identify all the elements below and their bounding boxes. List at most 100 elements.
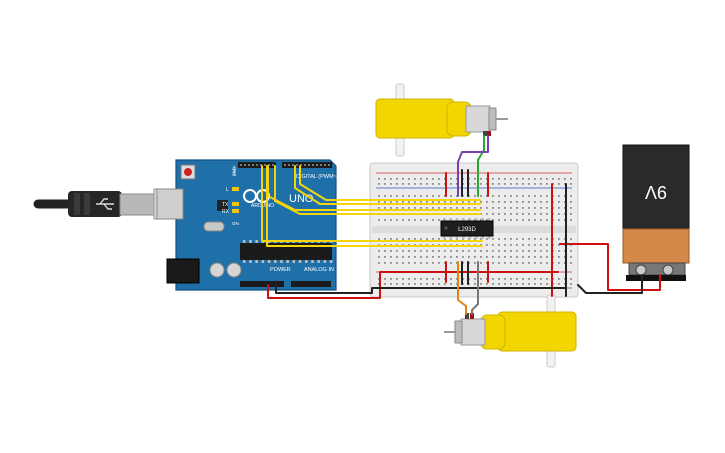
breadboard-hole — [570, 201, 572, 203]
breadboard-hole — [438, 256, 440, 258]
breadboard-hole — [408, 183, 410, 185]
power-header[interactable] — [240, 281, 284, 287]
breadboard-hole — [450, 262, 452, 264]
reset-button-cap[interactable] — [184, 168, 192, 176]
breadboard-hole — [492, 238, 494, 240]
wire-yellow-6[interactable] — [266, 165, 483, 247]
breadboard-hole — [480, 256, 482, 258]
top-motor-terminal-2[interactable] — [487, 131, 491, 136]
wire-purple-top-motor[interactable] — [457, 135, 489, 197]
breadboard-hole — [504, 262, 506, 264]
breadboard-hole — [546, 178, 548, 180]
breadboard-hole — [480, 250, 482, 252]
breadboard-hole — [438, 244, 440, 246]
usb-cable[interactable] — [33, 188, 181, 220]
breadboard-hole — [546, 278, 548, 280]
ic-pin — [455, 218, 459, 222]
breadboard-hole — [420, 183, 422, 185]
breadboard-hole — [492, 207, 494, 209]
breadboard-hole — [384, 256, 386, 258]
breadboard-hole — [408, 219, 410, 221]
breadboard-hole — [498, 256, 500, 258]
breadboard-hole — [408, 250, 410, 252]
breadboard-hole — [390, 219, 392, 221]
breadboard-hole — [558, 250, 560, 252]
breadboard-hole — [528, 262, 530, 264]
battery-terminal-positive[interactable] — [635, 264, 647, 276]
wire-red-arduino-5v[interactable] — [267, 271, 559, 299]
analog-header[interactable] — [291, 281, 331, 287]
breadboard-hole — [384, 219, 386, 221]
wire-yellow-5[interactable] — [261, 165, 483, 242]
breadboard-hole — [408, 244, 410, 246]
breadboard-hole — [420, 219, 422, 221]
wire-gray-bottom-motor[interactable] — [471, 261, 479, 315]
breadboard-hole — [378, 207, 380, 209]
bottom-motor-terminal-2[interactable] — [470, 313, 474, 319]
breadboard-hole — [492, 262, 494, 264]
breadboard-hole — [564, 213, 566, 215]
breadboard-hole — [390, 283, 392, 285]
breadboard-hole — [420, 178, 422, 180]
breadboard-hole — [432, 278, 434, 280]
breadboard-hole — [528, 238, 530, 240]
breadboard-hole — [522, 201, 524, 203]
breadboard-hole — [390, 195, 392, 197]
usb-icon — [96, 198, 114, 210]
arduino-uno-board[interactable]: L TX RX ARDUINO UNO DIGITAL (PWM~) AREF … — [156, 159, 339, 291]
wire-yellow-3[interactable] — [294, 165, 481, 205]
breadboard-hole — [486, 256, 488, 258]
bottom-motor-terminal-1[interactable] — [465, 313, 469, 319]
wire-yellow-2[interactable] — [274, 165, 481, 215]
breadboard-hole — [564, 201, 566, 203]
breadboard-hole — [534, 278, 536, 280]
breadboard-hole — [558, 244, 560, 246]
top-motor-terminal-1[interactable] — [483, 131, 487, 136]
breadboard-hole — [402, 238, 404, 240]
breadboard-hole — [414, 250, 416, 252]
breadboard-hole — [534, 283, 536, 285]
power-jack — [166, 258, 200, 284]
wire-orange-bottom-motor[interactable] — [457, 261, 467, 315]
battery-terminal-negative[interactable] — [662, 264, 674, 276]
breadboard-hole — [432, 195, 434, 197]
header-pin — [244, 164, 246, 166]
wire-yellow-4[interactable] — [299, 165, 481, 201]
wire-black-battery[interactable] — [577, 274, 643, 294]
breadboard-hole — [384, 207, 386, 209]
chip-pin — [255, 240, 258, 243]
breadboard-hole — [492, 213, 494, 215]
breadboard-hole — [504, 250, 506, 252]
breadboard-hole — [564, 283, 566, 285]
breadboard-hole — [474, 262, 476, 264]
digital-header-right[interactable] — [282, 162, 332, 168]
breadboard-hole — [522, 195, 524, 197]
top-motor[interactable] — [375, 83, 508, 157]
breadboard-hole — [420, 201, 422, 203]
header-pin — [248, 164, 250, 166]
breadboard-hole — [510, 183, 512, 185]
breadboard-hole — [384, 250, 386, 252]
breadboard-hole — [474, 244, 476, 246]
breadboard-hole — [516, 278, 518, 280]
breadboard-hole — [564, 207, 566, 209]
breadboard-hole — [486, 250, 488, 252]
breadboard-hole — [528, 195, 530, 197]
atmega-chip — [240, 243, 332, 260]
breadboard-hole — [516, 219, 518, 221]
wire-black-arduino-gnd[interactable] — [275, 284, 567, 294]
bottom-motor[interactable] — [444, 294, 577, 368]
led-l — [232, 187, 239, 191]
wire-green-top-motor[interactable] — [477, 135, 485, 197]
breadboard-hole — [432, 244, 434, 246]
breadboard-hole — [432, 256, 434, 258]
breadboard-hole — [540, 213, 542, 215]
breadboard-hole — [522, 178, 524, 180]
battery-9v[interactable]: 9V — [622, 144, 690, 281]
breadboard-hole — [390, 207, 392, 209]
wire-red-battery[interactable] — [559, 243, 661, 291]
l293d-chip[interactable]: L293D — [440, 218, 494, 239]
breadboard-hole — [444, 283, 446, 285]
breadboard-hole — [570, 207, 572, 209]
breadboard-hole — [396, 283, 398, 285]
